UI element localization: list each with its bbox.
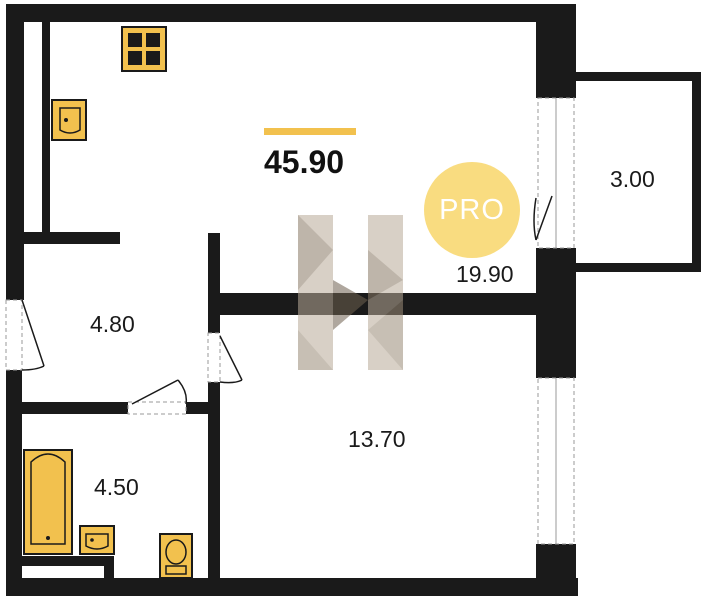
wall-left-upper [6, 4, 24, 300]
pro-badge: PRO [424, 162, 520, 258]
wall-center-vertical [208, 233, 220, 333]
total-area-underline [264, 128, 356, 135]
toilet-icon [159, 533, 193, 579]
balcony-door-leaf [535, 195, 553, 241]
bedroom-door-swing [219, 379, 243, 384]
balcony-right [692, 72, 701, 272]
area-hall: 4.80 [90, 311, 135, 337]
area-living: 19.90 [456, 261, 514, 287]
wall-bath-right [208, 382, 220, 580]
sink-icon [51, 99, 87, 141]
area-balcony: 3.00 [610, 166, 655, 192]
doors [21, 195, 553, 405]
entrance-door-swing [21, 365, 45, 371]
bath-door-swing [177, 379, 188, 405]
wall-bottom-left [6, 578, 114, 596]
wall-bottom-right [108, 578, 578, 596]
wall-bath-top-left [22, 402, 128, 414]
wall-left-inner [42, 22, 50, 232]
door-opening-bedroom [207, 332, 221, 383]
wall-right-bottom [536, 544, 576, 596]
bathtub-icon [23, 449, 73, 555]
washbasin-icon [79, 525, 115, 555]
wall-right-mid [536, 248, 576, 378]
area-bedroom: 13.70 [348, 426, 406, 452]
window-hall-left [5, 299, 23, 371]
bath-door-leaf [131, 379, 179, 405]
door-opening-bath [127, 401, 187, 415]
total-area: 45.90 [264, 144, 345, 180]
area-bathroom: 4.50 [94, 474, 139, 500]
balcony-bottom [576, 263, 700, 272]
bedroom-door-leaf [219, 335, 243, 381]
wall-right-top [536, 4, 576, 98]
wall-left-lower [6, 370, 22, 596]
balcony-door-swing [533, 197, 537, 241]
wall-top [6, 4, 576, 22]
entrance-door-leaf [21, 299, 45, 367]
pro-badge-text: PRO [439, 193, 505, 226]
fixtures [23, 26, 193, 579]
wall-hall-top [22, 232, 120, 244]
watermark-logo [298, 215, 403, 370]
wall-bath-bottom-inner [22, 556, 114, 566]
stove-icon [121, 26, 167, 72]
walls [6, 4, 701, 596]
balcony-top [576, 72, 700, 81]
wall-bath-bottom-step [104, 556, 114, 586]
